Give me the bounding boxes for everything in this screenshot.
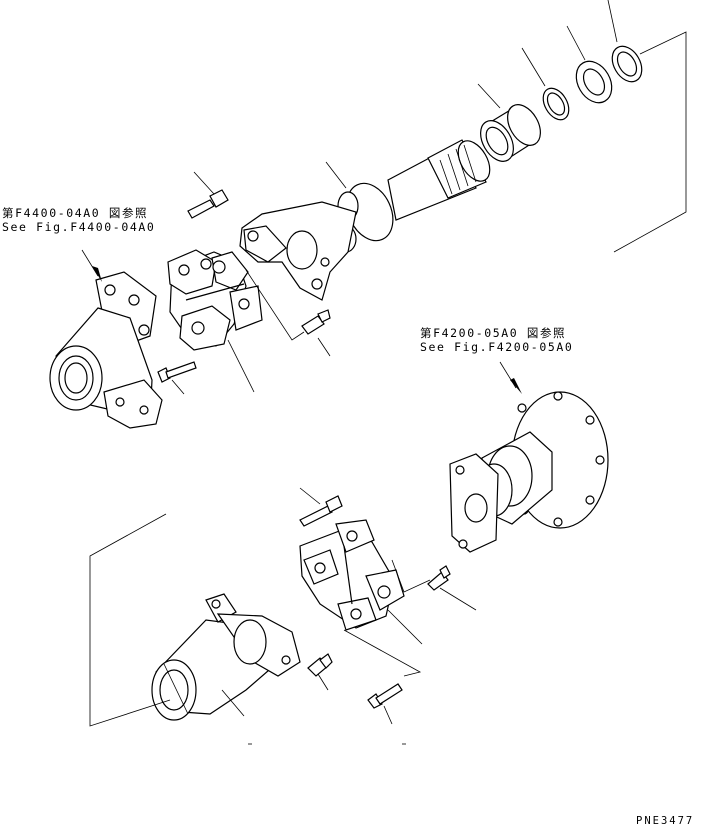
leader-line [317,673,329,691]
bolt-icon [187,189,229,219]
leader-line [299,487,321,505]
flange-yoke-icon [151,593,301,721]
grease-nipple-icon [301,309,331,335]
thrust-washer-icon [575,60,613,104]
bolt-icon [299,495,343,527]
leader-line [607,0,618,43]
bearing-collar-icon [480,104,541,162]
leader-line [245,269,305,341]
snap-ring-small-icon [542,87,570,121]
leader-line [521,47,546,87]
figure-code: PNE3477 [636,815,695,827]
leader-line [477,83,501,109]
grease-nipple-icon [427,565,451,591]
differential-housing-icon [449,391,609,553]
grease-nipple-icon [307,653,333,677]
bolt-icon [367,683,403,709]
reference-note-jp: 第F4200-05A0 図参照 [420,326,567,340]
group-bracket-upper [613,31,687,253]
leader-arrow [81,249,99,277]
leader-line [193,171,215,195]
leader-line [391,559,431,593]
arrow-head-icon [510,378,522,394]
leader-line [383,705,393,725]
leader-line [171,379,185,395]
leader-line [221,689,245,717]
reference-note-jp: 第F4400-04A0 図参照 [2,206,149,220]
leader-line [317,337,331,357]
reference-note-en: See Fig.F4200-05A0 [420,340,574,354]
snap-ring-large-icon [611,45,643,83]
arrow-head-icon [92,266,102,282]
leader-line [325,161,347,189]
reference-note-en: See Fig.F4400-04A0 [2,220,156,234]
group-bracket-lower [89,513,171,727]
bolt-icon [157,361,197,383]
leader-line [227,339,255,393]
universal-joint-cross-icon [167,249,263,351]
leader-line [387,609,423,645]
reference-note-right: 第F4200-05A0 図参照 See Fig.F4200-05A0 [420,326,573,354]
reference-note-upper-left: 第F4400-04A0 図参照 See Fig.F4400-04A0 [2,206,155,234]
universal-joint-cross-icon [299,519,405,631]
leader-line [439,587,477,611]
flange-housing-icon [49,271,163,429]
slip-yoke-icon [239,201,357,301]
leader-line [566,25,586,61]
spline-shaft-icon [335,139,491,253]
leader-line [343,629,422,677]
